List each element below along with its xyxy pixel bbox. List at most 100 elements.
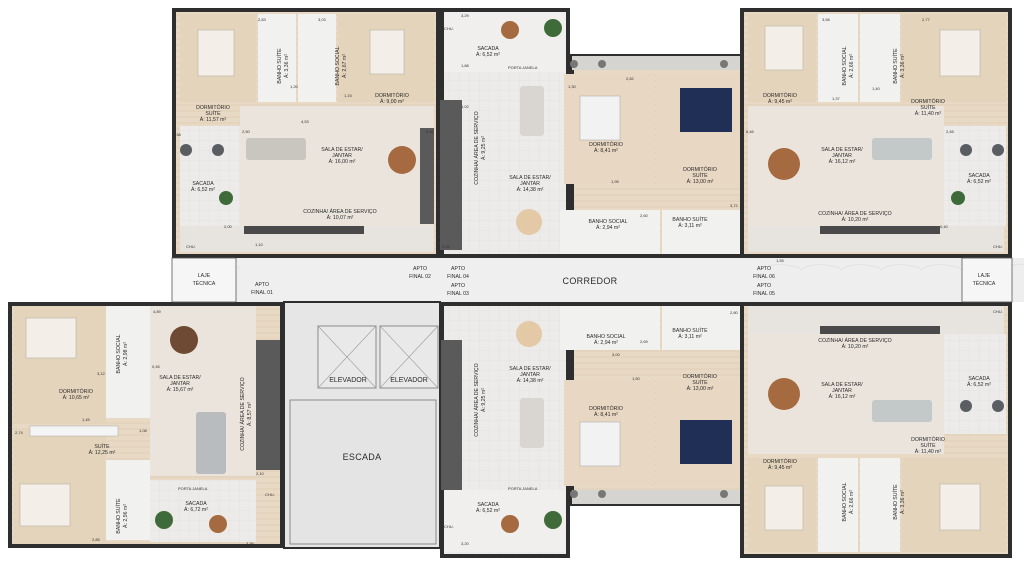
dimension-label: 2,60 bbox=[640, 213, 649, 218]
porta-janela-label: PORTA JANELA bbox=[178, 486, 208, 491]
room-area: Á: 16,12 m² bbox=[829, 158, 856, 165]
room-label: BANHO SUÍTE bbox=[892, 48, 899, 84]
apto-tag-03: FINAL 03 bbox=[447, 291, 469, 297]
laje-tecnica-left-area bbox=[171, 257, 237, 303]
dimension-label: 3,58 bbox=[822, 17, 831, 22]
apartment-lower-left bbox=[8, 302, 284, 548]
dimension-label: 1,40 bbox=[872, 86, 881, 91]
apto-tag-06: FINAL 06 bbox=[753, 274, 775, 280]
dimension-label: 1,50 bbox=[632, 376, 641, 381]
room-area: Á: 14,38 m² bbox=[517, 186, 544, 193]
bed-icon bbox=[680, 88, 732, 132]
dining-table-icon bbox=[768, 148, 800, 180]
bed-icon bbox=[369, 29, 405, 75]
dimension-label: 2,10 bbox=[256, 471, 265, 476]
apto-tag-02: FINAL 02 bbox=[409, 274, 431, 280]
room-area: Á: 2,98 m² bbox=[122, 342, 129, 366]
dimension-label: 2,69 bbox=[640, 339, 649, 344]
room-label: BANHO SOCIAL bbox=[842, 46, 848, 85]
room-area: Á: 10,07 m² bbox=[327, 214, 354, 221]
chu-label: CHU. bbox=[265, 492, 275, 497]
chu-label: CHU. bbox=[993, 309, 1003, 314]
sofa-icon bbox=[246, 138, 306, 160]
dimension-label: 2,77 bbox=[922, 17, 931, 22]
room-label: DORMITÓRIO bbox=[683, 373, 717, 380]
sofa-icon bbox=[872, 400, 932, 422]
room-label: SALA DE ESTAR/ bbox=[159, 375, 201, 381]
dining-table-icon bbox=[516, 321, 542, 347]
room-label: COZINHA/ ÁREA DE SERVIÇO bbox=[473, 111, 480, 184]
dimension-label: 2,82 bbox=[626, 76, 635, 81]
apto-tag-01: APTO bbox=[255, 282, 269, 288]
room-label: BANHO SOCIAL bbox=[587, 334, 626, 340]
room-label: BANHO SUÍTE bbox=[672, 216, 708, 223]
room-label: DORMITÓRIO bbox=[763, 92, 797, 99]
room-label: BANHO SUÍTE bbox=[276, 48, 283, 84]
bed-icon bbox=[197, 29, 235, 77]
dimension-label: 3,12 bbox=[97, 371, 106, 376]
porta-janela-label: PORTA JANELA bbox=[508, 65, 538, 70]
dining-table-icon bbox=[516, 209, 542, 235]
room-label: SUÍTE bbox=[94, 443, 110, 450]
laje-tecnica-right-label: TÉCNICA bbox=[973, 280, 996, 287]
dimension-label: 1,20 bbox=[290, 84, 299, 89]
chair-icon bbox=[992, 144, 1004, 156]
dimension-label: 1,55 bbox=[776, 258, 785, 263]
chair-icon bbox=[960, 400, 972, 412]
porta-janela-label: PORTA JANELA bbox=[508, 486, 538, 491]
dimension-label: 2,50 bbox=[242, 129, 251, 134]
room-label: SUÍTE bbox=[692, 172, 708, 179]
room-label: JANTAR bbox=[520, 372, 540, 378]
room-area: Á: 3,11 m² bbox=[678, 222, 702, 229]
dimension-label: 1,38 bbox=[173, 132, 182, 137]
plant-icon bbox=[219, 191, 233, 205]
dimension-label: 3,29 bbox=[461, 13, 470, 18]
dimension-label: 2,80 bbox=[730, 310, 739, 315]
room-area: Á: 11,40 m² bbox=[915, 110, 942, 117]
dining-table-icon bbox=[170, 326, 198, 354]
room-area: Á: 2,94 m² bbox=[594, 339, 618, 346]
room-area: Á: 8,41 m² bbox=[594, 411, 618, 418]
dimension-label: 1,88 bbox=[461, 63, 470, 68]
room-label: BANHO SOCIAL bbox=[335, 46, 341, 85]
sofa-icon bbox=[520, 86, 544, 136]
dimension-label: 3,20 bbox=[461, 541, 470, 546]
dimension-label: 0,45 bbox=[152, 364, 161, 369]
room-label: SALA DE ESTAR/ bbox=[509, 366, 551, 372]
dimension-label: 2,46 bbox=[946, 129, 955, 134]
dimension-label: 4,89 bbox=[153, 309, 162, 314]
plant-icon bbox=[544, 511, 562, 529]
room-label: JANTAR bbox=[520, 181, 540, 187]
bed-icon bbox=[19, 483, 71, 527]
room-area: Á: 16,00 m² bbox=[329, 158, 356, 165]
room-label: BANHO SUÍTE bbox=[672, 327, 708, 334]
room-label: COZINHA/ ÁREA DE SERVIÇO bbox=[818, 337, 891, 344]
room-area: Á: 13,00 m² bbox=[687, 385, 714, 392]
chu-label: CHU. bbox=[186, 244, 196, 249]
corridor-zone bbox=[172, 258, 1024, 302]
dining-table-icon bbox=[209, 515, 227, 533]
dimension-label: 1,45 bbox=[82, 417, 91, 422]
sofa-icon bbox=[520, 398, 544, 448]
room-area: Á: 14,38 m² bbox=[517, 377, 544, 384]
room-label: SACADA bbox=[968, 376, 990, 382]
plant-icon bbox=[951, 191, 965, 205]
sofa-icon bbox=[872, 138, 932, 160]
room-area: Á: 10,20 m² bbox=[842, 216, 869, 223]
room-area: Á: 2,66 m² bbox=[848, 54, 855, 78]
laje-tecnica-right-area bbox=[961, 257, 1013, 303]
chair-icon bbox=[992, 400, 1004, 412]
bed-icon bbox=[25, 317, 77, 359]
room-area: Á: 8,41 m² bbox=[594, 147, 618, 154]
bed-icon bbox=[939, 483, 981, 531]
room-label: SUÍTE bbox=[920, 442, 936, 449]
apto-tag-06: APTO bbox=[757, 266, 771, 272]
room-area: Á: 10,65 m² bbox=[63, 394, 90, 401]
apto-tag-05: FINAL 05 bbox=[753, 291, 775, 297]
bed-icon bbox=[680, 420, 732, 464]
room-area: Á: 10,20 m² bbox=[842, 343, 869, 350]
room-label: SALA DE ESTAR/ bbox=[821, 382, 863, 388]
room-label: BANHO SOCIAL bbox=[116, 334, 122, 373]
apartment-top-center bbox=[440, 8, 748, 258]
